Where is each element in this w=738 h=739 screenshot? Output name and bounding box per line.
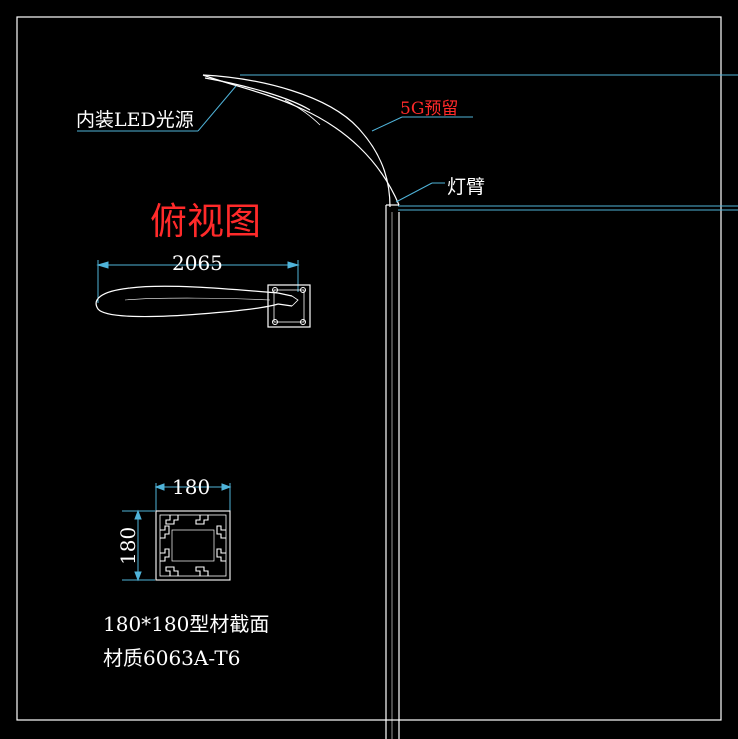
led-source-label: 内装LED光源 [76, 109, 194, 131]
dimension-height [122, 509, 155, 582]
top-view-bolts [272, 287, 306, 325]
leader-led [77, 85, 237, 132]
reserve-5g-label: 5G预留 [400, 99, 458, 119]
arm-label: 灯臂 [447, 176, 485, 198]
material-spec: 材质6063A-T6 [103, 646, 240, 670]
section-profile [155, 510, 231, 581]
dimension-length [96, 260, 300, 303]
leader-arm [395, 182, 445, 203]
top-view-lamp [95, 284, 311, 328]
lamp-pole [385, 205, 400, 739]
dimension-height-value: 180 [116, 527, 140, 565]
lamp-head [202, 74, 400, 208]
top-view-title: 俯视图 [150, 200, 261, 243]
dimension-width [154, 483, 232, 511]
section-name: 180*180型材截面 [103, 612, 269, 636]
drawing-frame [16, 16, 722, 721]
leader-5g [371, 116, 473, 132]
dimension-width-value: 180 [172, 475, 210, 499]
dimension-length-value: 2065 [172, 251, 223, 275]
